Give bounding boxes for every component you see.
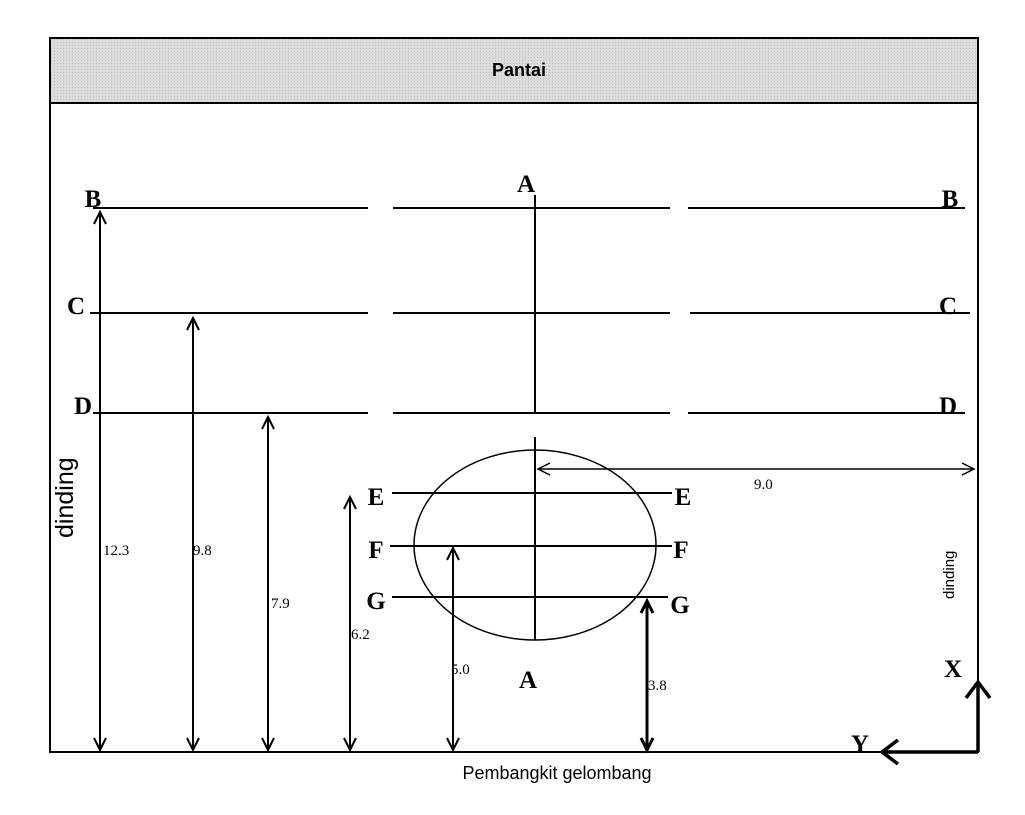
distance-e: 6.2 bbox=[351, 627, 370, 643]
dimension-arrow-f bbox=[446, 545, 460, 753]
dimension-arrow-d bbox=[261, 414, 275, 753]
dimension-arrow-e bbox=[343, 494, 357, 753]
label-g-right: G bbox=[670, 592, 689, 619]
label-c-left: C bbox=[67, 293, 85, 320]
distance-d: 7.9 bbox=[271, 596, 290, 612]
label-e-right: E bbox=[675, 484, 692, 511]
distance-f: 5.0 bbox=[451, 662, 470, 678]
distance-g: 3.8 bbox=[648, 678, 667, 694]
dimension-arrow-b bbox=[93, 209, 107, 753]
wall-label-right: dinding bbox=[941, 551, 958, 599]
label-d-right: D bbox=[939, 393, 957, 420]
axis-x-arrow bbox=[964, 679, 992, 752]
beach-title: Pantai bbox=[492, 60, 546, 80]
label-c-right: C bbox=[939, 293, 957, 320]
dimension-arrow-a-to-wall bbox=[536, 462, 976, 476]
label-b-right: B bbox=[942, 186, 959, 213]
wave-generator-caption: Pembangkit gelombang bbox=[462, 763, 651, 783]
label-d-left: D bbox=[74, 393, 92, 420]
axis-x-label: X bbox=[944, 656, 962, 683]
wall-label-left: dinding bbox=[51, 457, 79, 538]
label-f-left: F bbox=[368, 537, 383, 564]
axis-y-label: Y bbox=[851, 731, 869, 758]
label-a-bottom: A bbox=[519, 667, 537, 694]
axis-y-arrow bbox=[879, 738, 978, 766]
structure-ellipse bbox=[413, 449, 657, 641]
beach-band bbox=[51, 39, 977, 103]
distance-c: 9.8 bbox=[193, 543, 212, 559]
label-a-top: A bbox=[517, 171, 535, 198]
distance-b: 12.3 bbox=[103, 543, 129, 559]
label-b-left: B bbox=[85, 186, 102, 213]
label-g-left: G bbox=[366, 588, 385, 615]
label-e-left: E bbox=[368, 484, 385, 511]
dimension-arrow-c bbox=[186, 315, 200, 753]
basin-outline bbox=[49, 37, 979, 753]
dimension-arrow-g bbox=[639, 597, 655, 754]
distance-a-to-wall: 9.0 bbox=[754, 477, 773, 493]
label-f-right: F bbox=[673, 537, 688, 564]
